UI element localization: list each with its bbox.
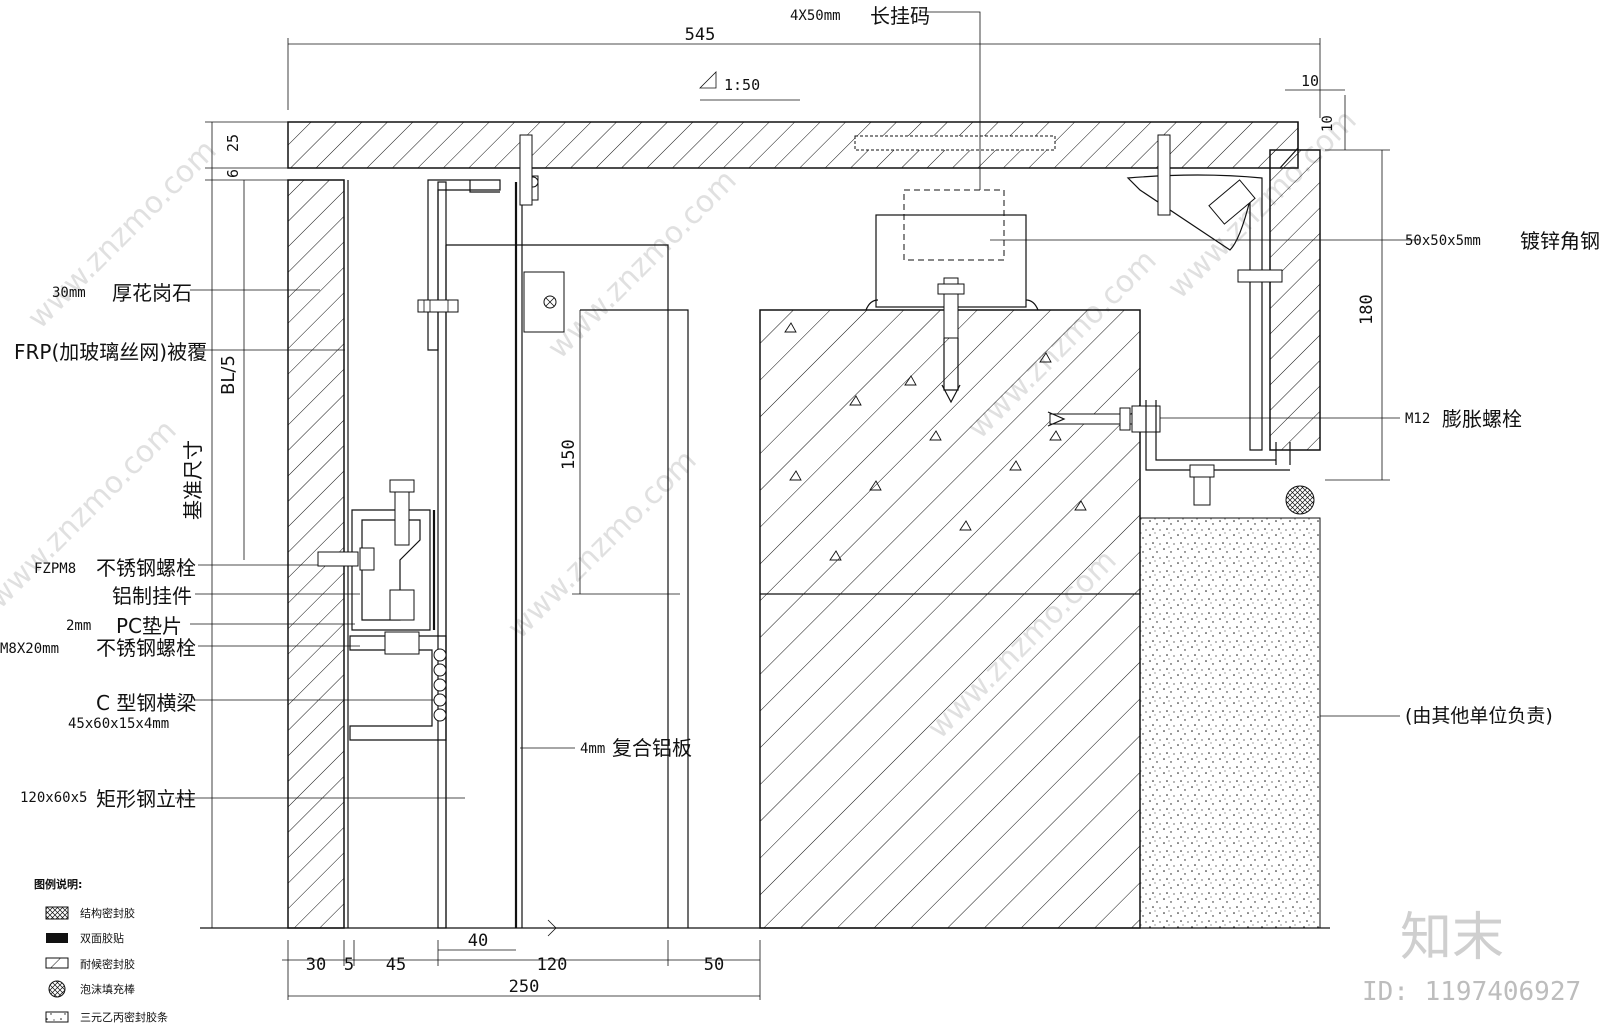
foam-rod-icon <box>433 648 447 722</box>
legend-label: 双面胶贴 <box>80 931 124 945</box>
dim-bottom-4: 50 <box>704 955 724 975</box>
concrete-block <box>759 309 1141 929</box>
anchor-block <box>865 189 1039 404</box>
bolt-icon <box>417 299 459 313</box>
label-bl5: BL/5 <box>218 355 239 395</box>
panel-label: 4mm 复合铝板 <box>520 736 692 760</box>
angle-steel <box>519 134 1283 451</box>
solid-icon <box>46 933 68 943</box>
left-label-3: 铝制挂件 <box>112 584 192 608</box>
left-label-5: 不锈钢螺栓 <box>96 636 196 660</box>
steel-frame <box>317 175 689 929</box>
left-label-prefix-5: M8X20mm <box>0 641 59 657</box>
watermark-logo: 知末 <box>1400 908 1504 968</box>
legend-item: 耐候密封胶 <box>45 957 135 971</box>
dotted-icon <box>45 1011 69 1023</box>
dim-mid-height: 150 <box>559 439 579 470</box>
left-labels: 30mm 厚花岗石 FRP(加玻璃丝网)被覆 FZPM8 不锈钢螺栓 铝制挂件 … <box>0 281 465 811</box>
bottom-dimensions: 30 5 45 120 50 40 250 <box>282 931 761 1000</box>
right-labels: 50x50x5mm 镀锌角钢 M12 膨胀螺栓 (由其他单位负责) <box>990 229 1600 727</box>
dim-bottom-1: 5 <box>344 955 354 975</box>
dim-left-top-b: 6 <box>224 169 242 178</box>
foam-rod-icon <box>1285 485 1315 515</box>
diagonal-hatch-icon <box>45 957 69 969</box>
legend-label: 泡沫填充棒 <box>80 982 135 996</box>
watermark-site: www.znzmo.com <box>501 443 704 646</box>
dim-right-offset-v: 10 <box>1320 115 1336 132</box>
left-label-prefix-7: 120x60x5 <box>20 790 87 806</box>
right-label-1: 膨胀螺栓 <box>1442 407 1522 431</box>
legend-item: 泡沫填充棒 <box>48 980 135 998</box>
dim-bottom-3: 120 <box>537 955 568 975</box>
label-baseline: 基准尺寸 <box>181 440 205 520</box>
legend-item: 三元乙丙密封胶条 <box>45 1010 168 1024</box>
dim-bottom-total: 250 <box>509 977 540 997</box>
top-label: 4X50mm 长挂码 <box>790 4 981 190</box>
c-beam-spec: 45x60x15x4mm <box>68 716 169 732</box>
watermark-site: www.znzmo.com <box>21 133 224 336</box>
expansion-bolt <box>1047 400 1290 506</box>
dim-bottom-2: 45 <box>386 955 406 975</box>
left-label-2: 不锈钢螺栓 <box>96 556 196 580</box>
foam-rod-icon <box>48 980 66 998</box>
dim-right-offset-h: 10 <box>1301 72 1319 90</box>
legend-label: 结构密封胶 <box>80 906 135 920</box>
slope-label: 1:50 <box>724 76 760 94</box>
crosshatch-icon <box>45 906 69 920</box>
filler-region <box>1139 517 1321 929</box>
right-granite-panel <box>1269 149 1321 515</box>
left-label-0: 厚花岗石 <box>112 281 192 305</box>
right-label-0: 镀锌角钢 <box>1520 229 1600 253</box>
right-spec-1: M12 <box>1405 411 1430 427</box>
left-label-prefix-4: 2mm <box>66 618 91 634</box>
top-spec: 4X50mm <box>790 8 841 24</box>
left-label-prefix-0: 30mm <box>52 285 86 301</box>
right-spec-0: 50x50x5mm <box>1405 233 1481 249</box>
top-granite-slab <box>287 121 1299 169</box>
panel-text: 复合铝板 <box>612 736 692 760</box>
left-label-1: FRP(加玻璃丝网)被覆 <box>14 340 207 364</box>
dim-panel-gap: 40 <box>468 931 488 951</box>
break-mark <box>547 919 557 937</box>
right-label-2: (由其他单位负责) <box>1405 705 1553 727</box>
left-label-prefix-2: FZPM8 <box>34 561 76 577</box>
dim-bottom-0: 30 <box>306 955 326 975</box>
dim-top-width: 545 <box>685 25 716 45</box>
top-dimension: 545 1:50 10 10 <box>287 25 1346 150</box>
mid-dimension: 150 <box>559 310 680 595</box>
left-label-4: PC垫片 <box>116 614 182 638</box>
legend-label: 三元乙丙密封胶条 <box>80 1010 168 1024</box>
legend: 图例说明: 结构密封胶 双面胶贴 耐候密封胶 泡沫填充棒 三元乙丙密封胶条 <box>34 877 168 1024</box>
legend-label: 耐候密封胶 <box>80 957 135 971</box>
legend-item: 结构密封胶 <box>45 906 135 920</box>
panel-spec: 4mm <box>580 741 605 757</box>
left-label-6: C 型钢横梁 <box>96 691 196 715</box>
top-text: 长挂码 <box>870 4 930 28</box>
watermark-id: ID: 1197406927 <box>1362 977 1581 1007</box>
watermark-site: www.znzmo.com <box>541 163 744 366</box>
legend-item: 双面胶贴 <box>46 931 124 945</box>
left-label-7: 矩形钢立柱 <box>96 787 196 811</box>
legend-title: 图例说明: <box>34 877 82 891</box>
left-dimensions: 25 6 BL/5 基准尺寸 <box>181 121 288 928</box>
dim-right-height: 180 <box>1357 294 1377 325</box>
right-dimension: 180 <box>1325 149 1390 481</box>
dim-left-top-a: 25 <box>224 134 242 152</box>
